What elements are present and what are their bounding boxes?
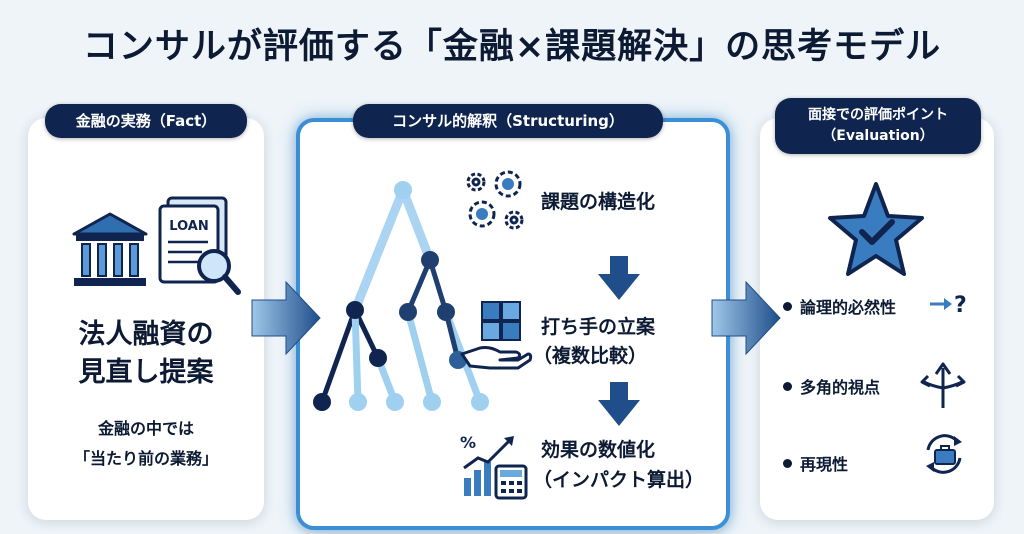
loan-document-icon	[158, 196, 241, 295]
structuring-header: コンサル的解釈（Structuring）	[353, 104, 663, 138]
evaluation-header: 面接での評価ポイント （Evaluation）	[775, 98, 981, 154]
split-arrows-icon	[920, 362, 966, 408]
fact-main-line2: 見直し提案	[78, 357, 214, 388]
step-planning-line2: （複数比較）	[533, 345, 648, 367]
fact-main-line1: 法人融資の	[78, 319, 214, 350]
flow-arrow-left	[251, 280, 321, 356]
fact-sub-line1: 金融の中では	[97, 419, 194, 438]
step-quantify-line2: （インパクト算出）	[533, 469, 705, 491]
down-arrow-2	[598, 382, 640, 426]
flow-arrow-right	[711, 280, 781, 356]
tree-leaf	[313, 393, 331, 411]
down-arrow-1	[598, 256, 640, 300]
tree-node	[437, 303, 455, 321]
tree-leaf	[471, 393, 489, 411]
loan-label: LOAN	[169, 219, 209, 234]
tree-leaf	[423, 393, 441, 411]
tree-node	[369, 349, 387, 367]
step-planning-line1: 打ち手の立案	[541, 316, 656, 338]
tree-node	[421, 251, 439, 269]
step-quantify-line1: 効果の数値化	[541, 439, 656, 461]
bullet-dot	[783, 382, 792, 391]
eval-item-perspective-label: 多角的視点	[800, 378, 881, 397]
evaluation-header-line2: （Evaluation）	[822, 128, 934, 144]
svg-text:?: ?	[954, 293, 967, 318]
svg-text:%: %	[460, 433, 476, 452]
bullet-dot	[783, 459, 792, 468]
tree-node	[346, 301, 364, 319]
eval-item-reproducibility: 再現性	[783, 451, 848, 475]
tree-leaf	[386, 393, 404, 411]
bank-icon	[72, 212, 148, 286]
page-title: コンサルが評価する「金融×課題解決」の思考モデル	[82, 27, 942, 67]
fact-panel	[28, 118, 264, 520]
growth-chart-calculator-icon: %	[460, 433, 528, 500]
fact-sub-line2: 「当たり前の業務」	[73, 449, 218, 468]
evaluation-header-line1: 面接での評価ポイント	[808, 107, 948, 123]
eval-item-logic-label: 論理的必然性	[800, 298, 897, 317]
tree-node-root	[394, 181, 412, 199]
cycle-briefcase-icon	[926, 434, 962, 474]
arrow-question-icon: ?	[930, 293, 967, 318]
eval-item-perspective: 多角的視点	[783, 374, 880, 398]
tree-leaf	[349, 393, 367, 411]
eval-item-logic: 論理的必然性	[783, 294, 896, 318]
eval-item-reproducibility-label: 再現性	[800, 455, 849, 474]
fact-header: 金融の実務（Fact）	[45, 104, 247, 138]
gears-icon	[466, 170, 524, 230]
bullet-dot	[783, 302, 792, 311]
star-check-icon	[828, 182, 924, 276]
step-structuring-label: 課題の構造化	[541, 191, 656, 213]
puzzle-hand-icon	[460, 301, 533, 370]
tree-node	[399, 303, 417, 321]
